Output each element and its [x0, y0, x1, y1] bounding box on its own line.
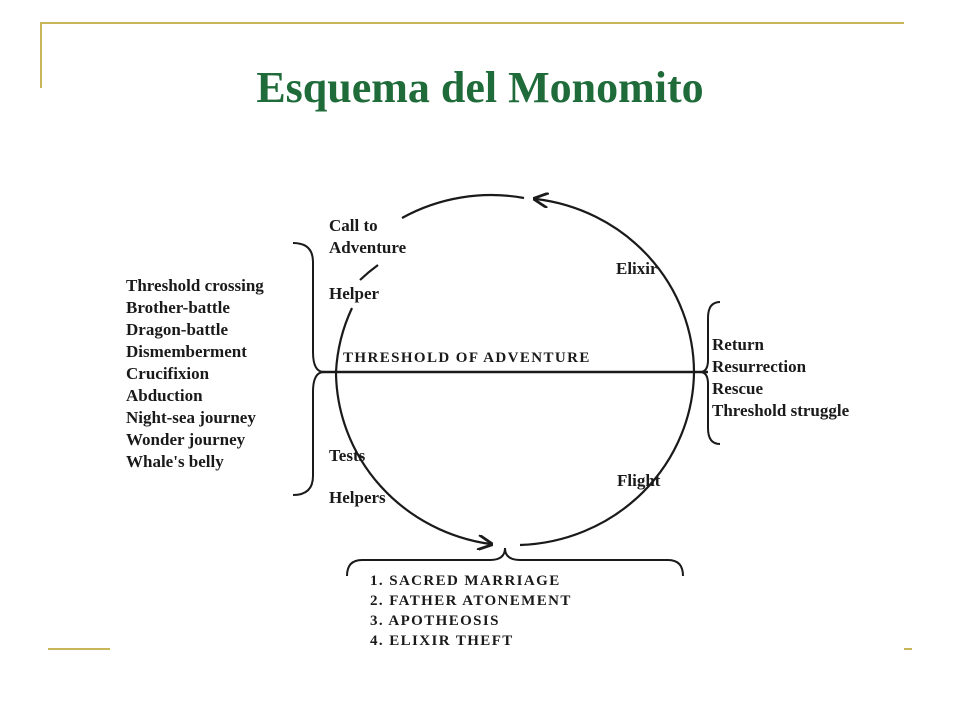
left-list-item: Abduction: [126, 386, 203, 405]
slide-title: Esquema del Monomito: [256, 63, 704, 112]
helpers-label: Helpers: [329, 488, 386, 507]
elixir-label: Elixir: [616, 259, 658, 278]
bottom-list-item: 3. APOTHEOSIS: [370, 613, 500, 629]
left-list-item: Dragon-battle: [126, 320, 228, 339]
left-list-item: Dismemberment: [126, 342, 247, 361]
left-brace: [292, 242, 325, 496]
left-list-item: Night-sea journey: [126, 408, 256, 427]
left-list-item: Wonder journey: [126, 430, 246, 449]
frame-bottom-left-line: [48, 648, 110, 650]
left-list-item: Brother-battle: [126, 298, 230, 317]
bottom-list: 1. SACRED MARRIAGE 2. FATHER ATONEMENT 3…: [370, 573, 572, 649]
left-list: Threshold crossing Brother-battle Dragon…: [126, 276, 264, 471]
right-list: Return Resurrection Rescue Threshold str…: [712, 335, 850, 420]
circle-arc-lower-left: [334, 371, 490, 544]
right-brace: [699, 301, 721, 445]
frame-bottom-right-line: [904, 648, 912, 650]
bottom-brace: [346, 547, 684, 577]
right-list-item: Threshold struggle: [712, 401, 850, 420]
circle-arc-upper-right: [536, 199, 696, 373]
circle-arc-lower-right: [519, 371, 696, 547]
left-list-item: Whale's belly: [126, 452, 224, 471]
adventure-label: Adventure: [329, 238, 407, 257]
right-list-item: Rescue: [712, 379, 763, 398]
call-to-label: Call to: [329, 216, 378, 235]
tests-label: Tests: [329, 446, 366, 465]
right-list-item: Resurrection: [712, 357, 807, 376]
frame-top-line: [40, 22, 904, 24]
flight-label: Flight: [617, 471, 661, 490]
bottom-list-item: 1. SACRED MARRIAGE: [370, 573, 561, 589]
threshold-label: THRESHOLD OF ADVENTURE: [343, 350, 591, 366]
right-list-item: Return: [712, 335, 764, 354]
frame-left-line: [40, 22, 42, 88]
left-list-item: Threshold crossing: [126, 276, 264, 295]
helper-label: Helper: [329, 284, 379, 303]
bottom-list-item: 4. ELIXIR THEFT: [370, 633, 514, 649]
circle-arc-upper-left-low: [334, 307, 353, 373]
bottom-list-item: 2. FATHER ATONEMENT: [370, 593, 572, 609]
left-list-item: Crucifixion: [126, 364, 210, 383]
circle-arc-upper-left-top: [401, 193, 525, 219]
circle-arc-upper-left-mid: [359, 264, 379, 281]
